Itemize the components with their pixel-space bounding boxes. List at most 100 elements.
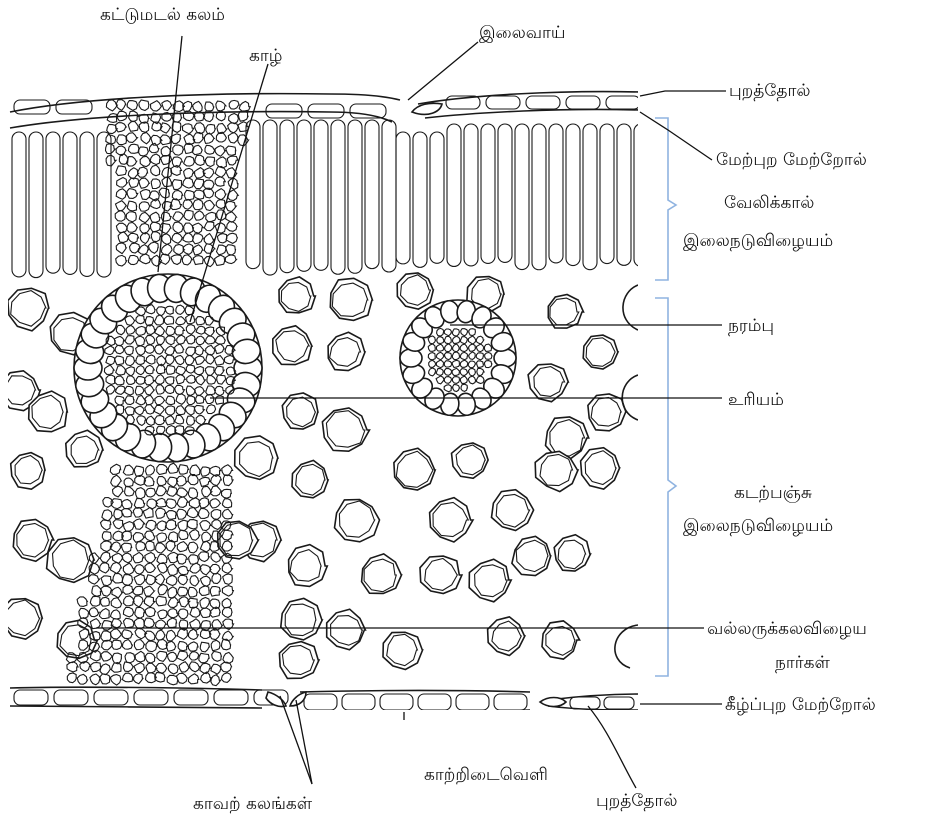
lower-epidermis-cell: [94, 690, 128, 705]
fiber-cell: [100, 552, 111, 563]
fiber-cell: [89, 608, 99, 617]
spongy-cell: [581, 448, 620, 489]
fiber-cell: [121, 543, 131, 552]
label-guard-cells: காவற் கலங்கள்: [193, 794, 313, 814]
label-xylem: காழ்: [249, 46, 282, 66]
fiber-cell: [188, 587, 197, 597]
fiber-cell: [199, 586, 209, 595]
fiber-cell: [183, 233, 194, 242]
fiber-cell: [188, 598, 198, 608]
lower-epidermis-cell: [380, 694, 413, 710]
fiber-cell: [146, 653, 156, 663]
spongy-cell: [492, 490, 534, 531]
fiber-cell: [133, 507, 142, 517]
fiber-cell: [215, 255, 225, 265]
fiber-cell: [177, 554, 188, 564]
fiber-cell: [113, 573, 123, 583]
fiber-cell: [111, 629, 122, 639]
palisade-cell: [46, 132, 60, 273]
fiber-cell: [157, 563, 167, 574]
label-air-space: காற்றிடைவெளி: [424, 765, 548, 785]
fiber-cell: [67, 673, 76, 683]
palisade-cell: [348, 120, 362, 273]
fiber-cell: [107, 114, 117, 123]
spongy-cell: [330, 278, 372, 320]
fiber-cell: [204, 133, 214, 143]
fiber-cell: [140, 156, 151, 166]
fiber-cell: [134, 574, 145, 585]
palisade-cell: [80, 132, 94, 276]
fiber-cell: [177, 651, 188, 661]
fiber-cell: [168, 664, 178, 674]
fiber-cell: [193, 133, 204, 143]
fiber-cell: [210, 587, 220, 597]
fiber-cell: [123, 465, 134, 475]
fiber-cell: [173, 212, 184, 221]
fiber-cell: [187, 520, 197, 529]
partial-cell-right-3: [615, 625, 638, 668]
palisade-cell: [583, 124, 597, 270]
fiber-cell: [123, 585, 134, 594]
fiber-cell: [204, 222, 214, 231]
fiber-cell: [202, 532, 212, 542]
fiber-cell: [159, 188, 169, 198]
spongy-cell: [394, 448, 435, 490]
fiber-cell: [156, 596, 166, 606]
fiber-cell: [134, 640, 144, 650]
fiber-cell: [116, 123, 127, 132]
fiber-cell: [128, 121, 138, 131]
palisade-cell: [566, 124, 580, 266]
fiber-cell: [102, 532, 111, 541]
fiber-cell: [100, 674, 110, 684]
palisade-cell: [263, 120, 277, 275]
fiber-cell: [178, 520, 188, 531]
fiber-cell: [225, 255, 236, 264]
fiber-cell: [156, 498, 167, 507]
fiber-cell: [144, 618, 155, 627]
fiber-cell: [189, 652, 199, 660]
fiber-cell: [179, 662, 189, 672]
fiber-cell: [162, 234, 171, 245]
palisade-cell: [481, 124, 495, 263]
label-cuticle-bottom: புறத்தோல்: [596, 791, 677, 811]
vascular-bundle-large: [74, 273, 263, 463]
fiber-cell: [146, 520, 157, 530]
palisade-cell: [634, 124, 648, 266]
label-spongy-1: கடற்பஞ்சு: [734, 483, 812, 503]
spongy-cell: [273, 326, 312, 365]
fiber-cell: [158, 584, 168, 594]
fiber-cell: [183, 178, 194, 188]
fiber-cell: [221, 673, 231, 683]
fiber-cell: [166, 576, 177, 586]
palisade-cell: [280, 120, 294, 273]
fiber-cell: [205, 102, 214, 111]
fiber-cell: [215, 146, 226, 157]
fiber-cell: [158, 610, 168, 619]
fiber-cell: [124, 618, 135, 628]
palisade-cell: [498, 124, 512, 262]
fiber-cell: [157, 651, 167, 661]
fiber-cell: [198, 509, 209, 519]
guard-cell-lower-right: [540, 698, 566, 707]
fiber-cell: [106, 100, 117, 111]
fiber-cell: [135, 565, 145, 575]
fiber-cell: [110, 464, 120, 474]
fiber-cell: [128, 255, 139, 264]
fiber-cell: [112, 640, 122, 649]
leaf-tissue: [0, 92, 648, 712]
fiber-cell: [124, 662, 134, 672]
fiber-cell: [134, 663, 145, 673]
fiber-cell: [177, 476, 188, 486]
fiber-cell: [136, 488, 146, 499]
fiber-cell: [215, 189, 226, 200]
fiber-cell: [139, 212, 150, 222]
fiber-cell: [110, 610, 120, 619]
leader-cuticle-bottom: [588, 706, 636, 788]
fiber-cell: [156, 630, 166, 640]
palisade-cell: [314, 120, 328, 270]
fiber-cell: [188, 674, 199, 684]
fiber-cell: [99, 609, 109, 619]
fiber-cell: [151, 179, 160, 189]
lower-epidermis-bottom-mid: [300, 710, 530, 712]
fiber-cell: [90, 596, 100, 606]
